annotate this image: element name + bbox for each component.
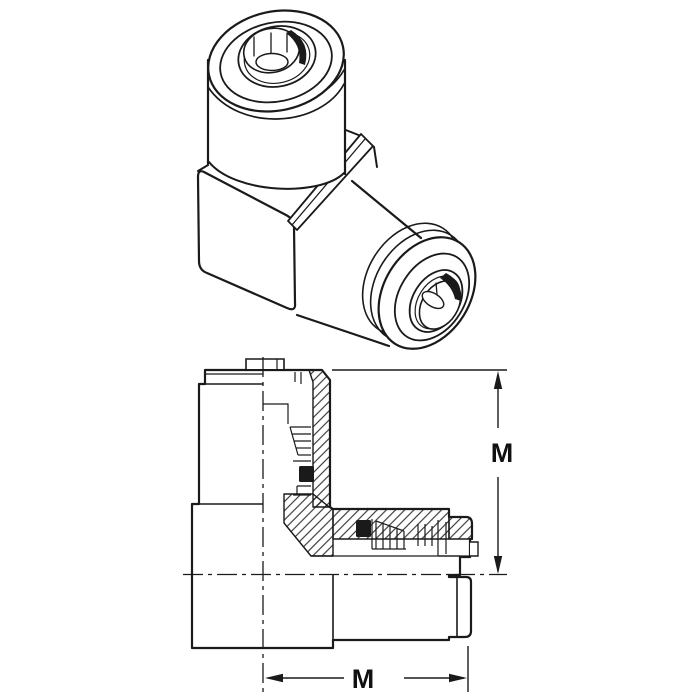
dimension-label-vertical: M (491, 438, 514, 468)
iso-top-port-shadow-wedge (286, 30, 307, 65)
arrowhead-right (449, 673, 467, 683)
arrowhead-left (265, 673, 283, 683)
iso-top-port-base-curve (208, 161, 345, 190)
o-ring-seal-vertical (299, 466, 314, 482)
iso-top-port (206, 9, 347, 190)
iso-body-front-face (196, 170, 297, 311)
guide-sleeve-lines (293, 485, 311, 496)
dimension-horizontal: M (265, 646, 469, 694)
section-hatch-end-cap (448, 516, 473, 540)
isometric-view (196, 9, 477, 352)
cross-section-view (183, 357, 507, 694)
section-release-collar-top (245, 358, 285, 369)
collet-base-line (371, 519, 406, 550)
o-ring-seal-horizontal (356, 520, 371, 537)
iso-side-port (295, 179, 477, 352)
arrowhead-up (493, 371, 503, 389)
section-collet-vertical (263, 372, 314, 496)
arrowhead-down (493, 556, 503, 574)
tube-stop-step (263, 403, 289, 424)
iso-side-port-bore-bottom (421, 290, 445, 310)
iso-side-port-shadow-wedge (440, 273, 462, 301)
iso-side-port-collet-slot-1 (435, 282, 438, 295)
dimension-label-horizontal: M (352, 664, 375, 694)
section-release-collar-right (470, 541, 479, 557)
iso-side-port-bottom-outline (295, 313, 391, 348)
dimension-vertical: M (332, 369, 514, 574)
release-sleeve-lines (417, 524, 433, 546)
iso-top-port-neck-ring-2 (207, 83, 345, 120)
iso-top-port-bore-bottom (255, 52, 289, 72)
iso-side-port-top-outline (350, 179, 423, 240)
section-collet-horizontal (310, 519, 471, 557)
collet-tooth-ramp (289, 426, 299, 456)
collet-tooth-ramp (375, 520, 405, 532)
release-slot-lines (294, 372, 302, 384)
